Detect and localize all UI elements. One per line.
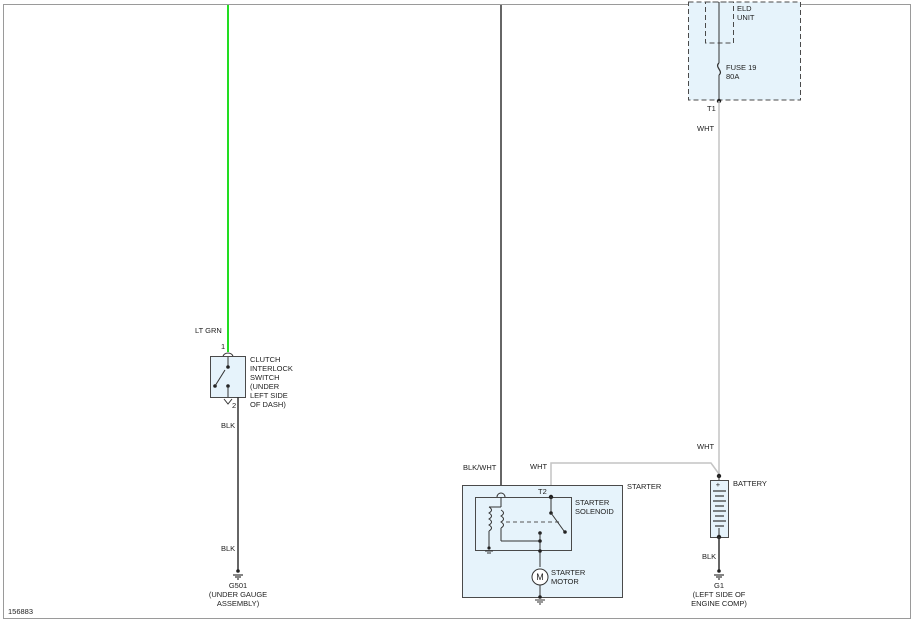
starter-solenoid-box bbox=[475, 497, 572, 551]
wire-label-blk-wht: BLK/WHT bbox=[463, 463, 497, 472]
starter-assembly bbox=[462, 485, 623, 605]
wire-label-blk-switch: BLK bbox=[221, 421, 235, 430]
ground-g1-symbol bbox=[714, 569, 724, 580]
clutch-switch-label-line-3: SWITCH bbox=[250, 373, 280, 382]
diagram-id: 156883 bbox=[8, 607, 33, 616]
starter-motor-label-line-2: MOTOR bbox=[551, 577, 579, 586]
switch-blade bbox=[214, 369, 226, 387]
clutch-switch-pin-1: 1 bbox=[221, 342, 225, 351]
wire-label-wht-starter: WHT bbox=[530, 462, 547, 471]
battery-plus-sign: + bbox=[716, 480, 721, 489]
starter-ground-symbol bbox=[535, 595, 545, 605]
motor-symbol-label: M bbox=[536, 572, 544, 582]
ground-g1-name: G1 bbox=[714, 581, 724, 590]
solenoid-coil-1 bbox=[488, 506, 492, 532]
ground-g1-label-line-2: ENGINE COMP) bbox=[691, 599, 747, 608]
terminal-t1-label: T1 bbox=[707, 104, 716, 113]
ground-g501-label-line-2: ASSEMBLY) bbox=[217, 599, 260, 608]
solenoid-ground-symbol bbox=[485, 546, 493, 554]
wire-label-lt-grn: LT GRN bbox=[195, 326, 222, 335]
motor-feed-junction-1 bbox=[538, 539, 542, 543]
clutch-switch-label-line-4: (UNDER bbox=[250, 382, 280, 391]
solenoid-contact-end bbox=[563, 530, 567, 534]
fuse-label-line-2: 80A bbox=[726, 72, 739, 81]
ground-g1-label-line-1: (LEFT SIDE OF bbox=[693, 590, 746, 599]
eld-unit bbox=[688, 1, 801, 104]
connector-pin-1-symbol bbox=[222, 352, 234, 358]
wire-label-wht-battery: WHT bbox=[697, 442, 714, 451]
wire-label-wht-top: WHT bbox=[697, 124, 714, 133]
motor-feed-junction-2 bbox=[538, 549, 542, 553]
starter-name: STARTER bbox=[627, 482, 662, 491]
battery-name: BATTERY bbox=[733, 479, 767, 488]
wire-wht-starter bbox=[550, 462, 720, 497]
battery bbox=[710, 473, 729, 540]
starter-connector-symbol bbox=[496, 492, 506, 498]
eld-label-line-2: UNIT bbox=[737, 13, 755, 22]
wire-label-blk-ground-left: BLK bbox=[221, 544, 235, 553]
ground-g501-name: G501 bbox=[229, 581, 247, 590]
starter-solenoid-label-line-1: STARTER bbox=[575, 498, 610, 507]
solenoid-coil-2 bbox=[500, 509, 504, 529]
fuse-label-line-1: FUSE 19 bbox=[726, 63, 756, 72]
ground-g501-label-line-1: (UNDER GAUGE bbox=[209, 590, 267, 599]
solenoid-contact-blade bbox=[550, 512, 565, 532]
diagram-frame bbox=[3, 4, 911, 619]
clutch-switch-label-line-6: OF DASH) bbox=[250, 400, 286, 409]
starter-solenoid-label-line-2: SOLENOID bbox=[575, 507, 614, 516]
fuse-symbol bbox=[716, 62, 722, 76]
clutch-interlock-switch bbox=[210, 356, 246, 398]
clutch-switch-label-line-2: INTERLOCK bbox=[250, 364, 293, 373]
eld-unit-box bbox=[688, 1, 801, 101]
clutch-switch-label-line-5: LEFT SIDE bbox=[250, 391, 288, 400]
ground-g501-symbol bbox=[233, 569, 243, 580]
clutch-switch-label-line-1: CLUTCH bbox=[250, 355, 280, 364]
wire-label-blk-battery: BLK bbox=[702, 552, 716, 561]
eld-label-line-1: ELD bbox=[737, 4, 752, 13]
starter-motor-label-line-1: STARTER bbox=[551, 568, 586, 577]
clutch-switch-pin-2: 2 bbox=[232, 401, 236, 410]
switch-contact-top bbox=[226, 365, 230, 369]
terminal-t2-label: T2 bbox=[538, 487, 547, 496]
connector-pin-2-symbol bbox=[223, 398, 233, 405]
